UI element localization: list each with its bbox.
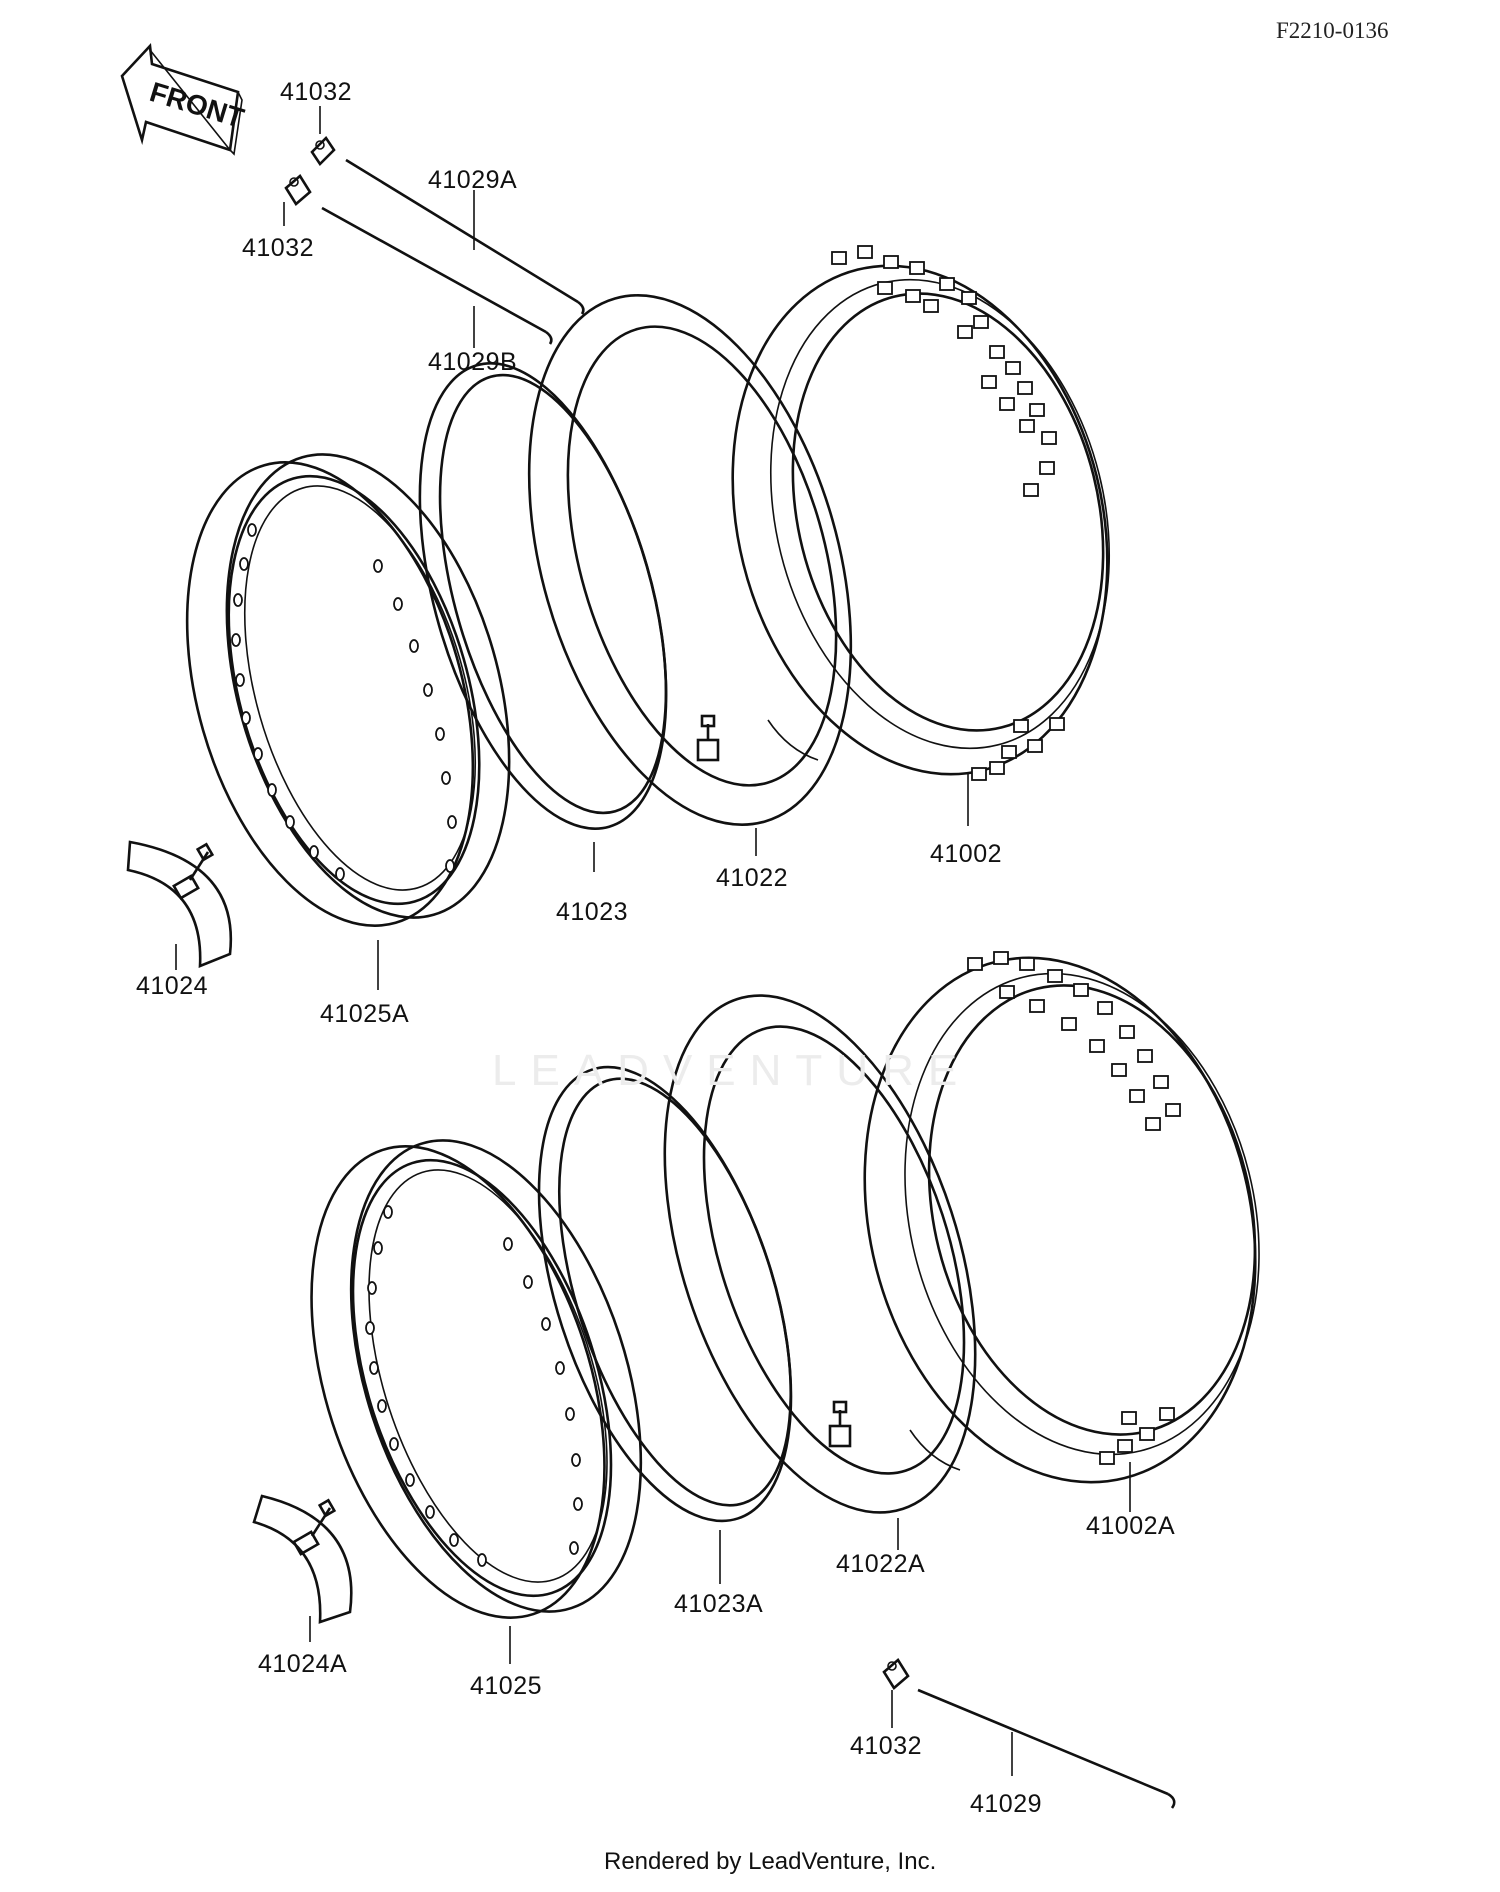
tube-41022A [663,994,977,1514]
spoke-41029A [310,135,585,315]
tread-knobs [967,951,1181,1465]
leader-lines [175,106,1131,1776]
part-label-41024: 41024 [136,972,209,1000]
part-label-41022: 41022 [716,864,789,892]
part-label-41025: 41025 [470,1672,543,1700]
tube-41022 [527,294,853,826]
front-arrow-label: FRONT [146,76,247,134]
valve-stem [828,1400,852,1448]
spoke-holes [365,1205,583,1567]
rim-41025A [185,453,511,927]
rim-band-41023A [537,1065,793,1523]
part-label-41024A: 41024A [258,1650,348,1678]
part-label-41029: 41029 [970,1790,1043,1818]
tire-41002A [863,951,1260,1484]
part-label-41032-top: 41032 [280,78,353,106]
rim-41025 [310,1139,643,1619]
spoke-nipple-41032 [289,140,325,187]
part-label-41029B: 41029B [428,348,518,376]
rim-lock-41024 [126,840,233,968]
part-label-41032-bottom: 41032 [850,1732,923,1760]
part-label-41032-mid: 41032 [242,234,315,262]
part-label-41029A: 41029A [428,166,518,194]
part-label-41022A: 41022A [836,1550,926,1578]
figure-reference-code: F2210-0136 [1276,18,1389,43]
spoke-41029B [284,174,553,345]
part-label-41002: 41002 [930,840,1003,868]
spoke-41029 [882,1658,1176,1809]
watermark: LEADVENTURE [492,1046,972,1095]
rim-band-41023 [418,362,668,830]
part-label-41002A: 41002A [1086,1512,1176,1540]
front-arrow-icon: FRONT [120,43,248,156]
render-credit-footer: Rendered by LeadVenture, Inc. [604,1848,937,1875]
valve-stem [696,714,720,762]
tire-41002 [731,245,1111,781]
tread-knobs [831,245,1065,781]
part-label-41023: 41023 [556,898,629,926]
part-label-41025A: 41025A [320,1000,410,1028]
part-label-41023A: 41023A [674,1590,764,1618]
rim-lock-41024A [252,1494,353,1624]
spoke-holes [231,523,457,881]
